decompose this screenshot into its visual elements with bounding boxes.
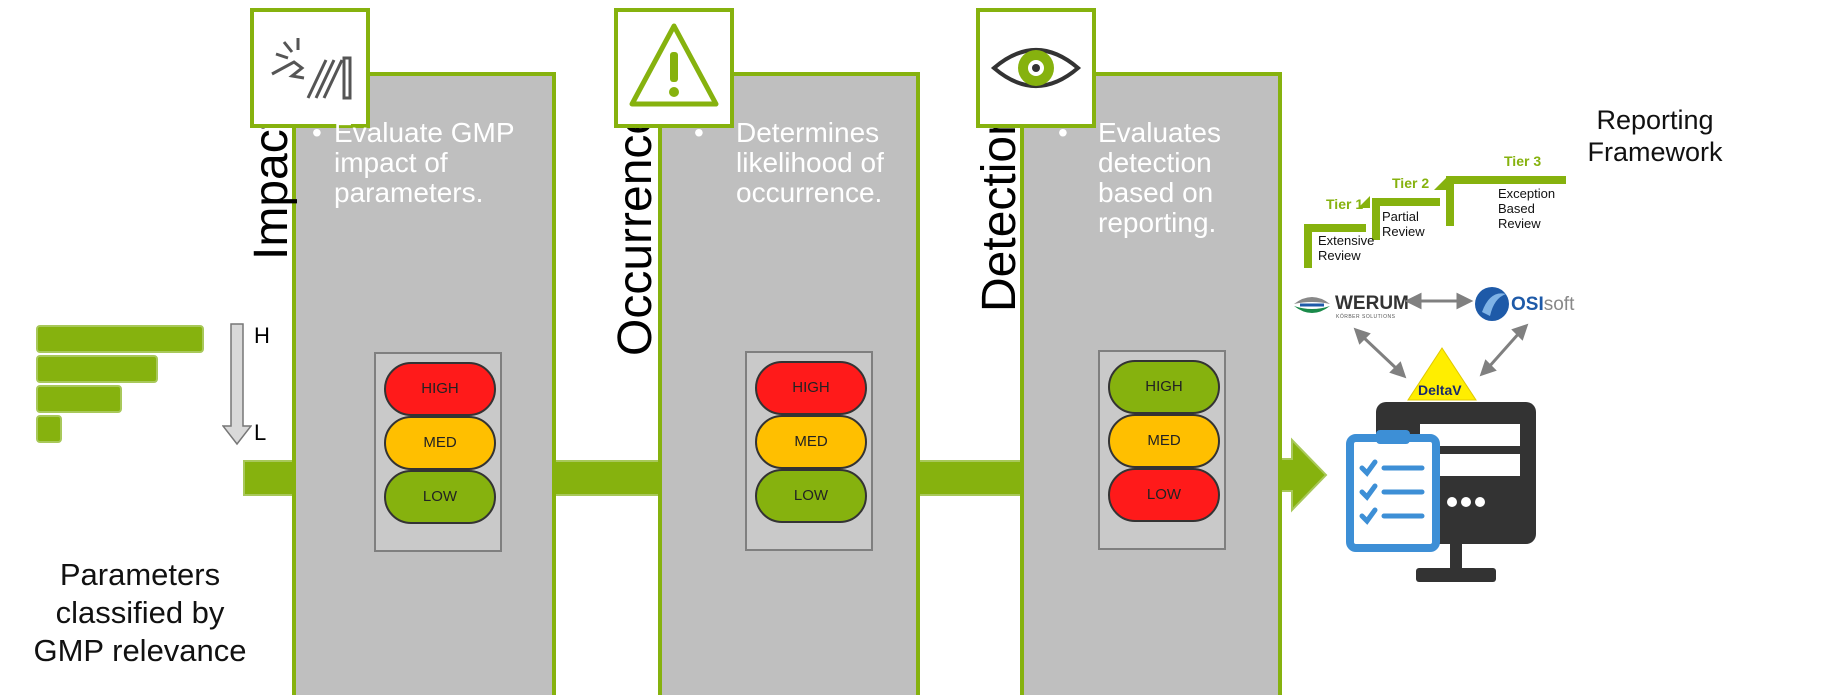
detection-description: • Evaluates detection based on reporting… xyxy=(1058,118,1268,248)
detection-panel xyxy=(1020,72,1282,695)
osi-bold: OSI xyxy=(1511,294,1544,315)
impact-traffic-light: HIGH MED LOW xyxy=(374,352,502,552)
parameter-bar-1 xyxy=(36,325,204,353)
reporting-title-line-1: Reporting xyxy=(1596,105,1714,135)
tier-1-line-1: Extensive xyxy=(1318,233,1375,248)
scale-low-label: L xyxy=(254,420,267,445)
scale-high-label: H xyxy=(254,323,270,348)
tier-3-line-1: Exception xyxy=(1498,186,1556,201)
deltav-logo-text: DeltaV xyxy=(1418,382,1462,398)
occurrence-description: • Determines likelihood of occurrence. xyxy=(694,118,904,218)
tier-3-line-2: Based xyxy=(1498,201,1535,216)
detection-text-3: based on xyxy=(1098,177,1214,208)
tier-3-text: Exception Based Review xyxy=(1498,186,1555,231)
tier-1-label: Tier 1 xyxy=(1326,196,1364,212)
impact-icon-box xyxy=(250,8,370,128)
detection-text-1: Evaluates xyxy=(1098,117,1221,148)
detection-text-4: reporting. xyxy=(1098,207,1217,238)
parameter-bar-4 xyxy=(36,415,62,443)
tier-2-line-1: Partial xyxy=(1382,209,1419,224)
impact-level-high: HIGH xyxy=(384,362,496,416)
osisoft-logo-text: OSIsoft xyxy=(1511,294,1574,316)
caption-line-1: Parameters xyxy=(59,557,221,592)
impact-level-low: LOW xyxy=(384,470,496,524)
broken-hand-icon xyxy=(271,38,352,100)
tier-3-line-3: Review xyxy=(1498,216,1541,231)
osi-rest: soft xyxy=(1543,294,1575,315)
monitor-checklist-icon xyxy=(1346,402,1536,582)
parameter-bar-3 xyxy=(36,385,122,413)
occurrence-traffic-light: HIGH MED LOW xyxy=(745,351,873,551)
caption-line-3: GMP relevance xyxy=(33,633,247,668)
impact-text-1: Evaluate GMP xyxy=(334,117,515,148)
eye-icon xyxy=(990,48,1082,88)
impact-text-3: parameters. xyxy=(334,177,484,208)
tier-1-text: Extensive Review xyxy=(1318,233,1374,263)
reporting-title: Reporting Framework xyxy=(1555,104,1755,168)
bullet: • xyxy=(312,117,322,148)
tier-2-line-2: Review xyxy=(1382,224,1425,239)
detection-icon-box xyxy=(976,8,1096,128)
warning-icon xyxy=(629,23,719,107)
tier-2-label: Tier 2 xyxy=(1392,175,1430,191)
scale-arrow-icon xyxy=(222,323,252,446)
detection-level-med: MED xyxy=(1108,414,1220,468)
bullet: • xyxy=(1058,117,1068,148)
impact-text-2: impact of xyxy=(334,147,448,178)
detection-text-2: detection xyxy=(1098,147,1212,178)
bullet: • xyxy=(694,117,704,148)
detection-level-high: HIGH xyxy=(1108,360,1220,414)
occurrence-text-2: likelihood of xyxy=(736,147,884,178)
impact-panel xyxy=(292,72,556,695)
tier-steps xyxy=(1304,176,1566,268)
osisoft-logo-icon xyxy=(1475,287,1509,321)
reporting-title-line-2: Framework xyxy=(1587,137,1723,167)
occurrence-text-3: occurrence. xyxy=(736,177,883,208)
werum-logo-text: WERUM xyxy=(1335,293,1409,314)
caption-line-2: classified by xyxy=(55,595,225,630)
occurrence-level-low: LOW xyxy=(755,469,867,523)
tier-1-line-2: Review xyxy=(1318,248,1361,263)
deltav-logo-icon xyxy=(1407,347,1477,401)
tier-2-text: Partial Review xyxy=(1382,209,1425,239)
detection-traffic-light: HIGH MED LOW xyxy=(1098,350,1226,550)
tier-3-label: Tier 3 xyxy=(1504,153,1542,169)
detection-level-low: LOW xyxy=(1108,468,1220,522)
impact-level-med: MED xyxy=(384,416,496,470)
werum-logo-icon xyxy=(1294,297,1330,313)
parameter-bar-2 xyxy=(36,355,158,383)
occurrence-level-med: MED xyxy=(755,415,867,469)
occurrence-level-high: HIGH xyxy=(755,361,867,415)
impact-description: • Evaluate GMP impact of parameters. xyxy=(312,118,532,218)
werum-logo-subtext: KÖRBER SOLUTIONS xyxy=(1336,314,1396,320)
parameters-caption: Parameters classified by GMP relevance xyxy=(0,556,280,670)
occurrence-text-1: Determines xyxy=(736,117,880,148)
occurrence-icon-box xyxy=(614,8,734,128)
